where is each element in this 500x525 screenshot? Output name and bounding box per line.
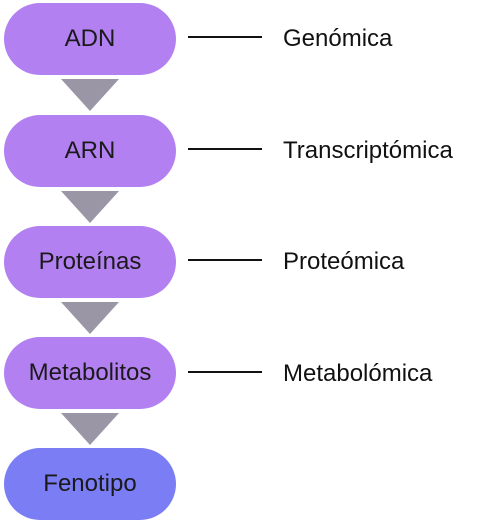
down-arrow — [61, 302, 119, 334]
field-label-transcriptomica: Transcriptómica — [283, 137, 453, 164]
connector-line — [188, 371, 262, 373]
connector-line — [188, 36, 262, 38]
stage-node-proteinas: Proteínas — [4, 226, 176, 298]
stage-node-metabolitos: Metabolitos — [4, 337, 176, 409]
stage-node-arn: ARN — [4, 115, 176, 187]
connector-line — [188, 259, 262, 261]
field-label-proteomica: Proteómica — [283, 248, 405, 275]
field-label-metabolomica: Metabolómica — [283, 360, 433, 387]
stage-label: ARN — [64, 137, 116, 164]
field-label-genomica: Genómica — [283, 25, 393, 52]
down-arrow — [61, 413, 119, 445]
down-arrow — [61, 191, 119, 223]
down-arrow — [61, 79, 119, 111]
final-node-fenotipo: Fenotipo — [4, 448, 176, 520]
final-label: Fenotipo — [43, 470, 137, 497]
stage-node-adn: ADN — [4, 3, 176, 75]
stage-label: Proteínas — [38, 248, 142, 275]
stage-label: ADN — [64, 25, 116, 52]
stage-label: Metabolitos — [28, 359, 152, 386]
connector-line — [188, 148, 262, 150]
